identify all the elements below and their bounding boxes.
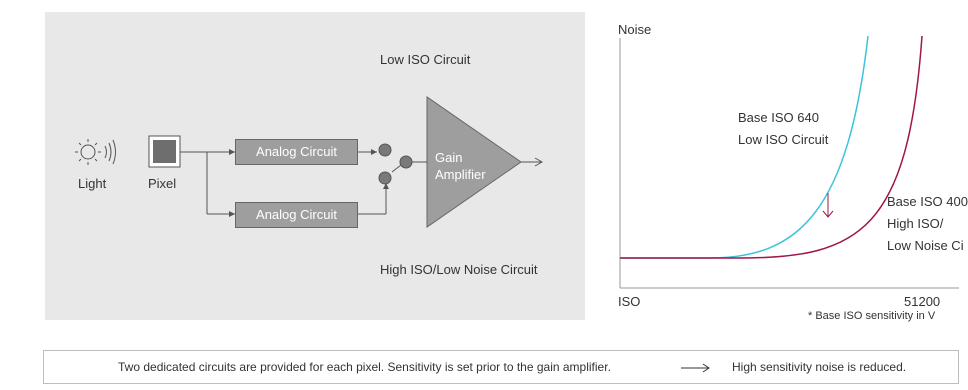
high-iso-series-label-line3: Low Noise Ci bbox=[887, 238, 964, 253]
pixel-label: Pixel bbox=[148, 176, 177, 191]
wire-arrow-head bbox=[383, 183, 389, 189]
y-axis-label: Noise bbox=[618, 22, 652, 37]
wire-arrow-head bbox=[229, 211, 235, 217]
switch-node-center bbox=[399, 155, 413, 169]
noise-reduction-arrow-head bbox=[822, 210, 834, 218]
switch-node-top bbox=[378, 143, 392, 157]
wire-arrow-head bbox=[229, 149, 235, 155]
switch-node-bottom bbox=[378, 171, 392, 185]
caption-text-right: High sensitivity noise is reduced. bbox=[732, 360, 907, 374]
low-iso-series-label-line2: Low ISO Circuit bbox=[738, 132, 829, 147]
x-tick-label: 51200 bbox=[904, 294, 941, 309]
low-iso-series-label-line1: Base ISO 640 bbox=[738, 110, 819, 125]
light-icon bbox=[75, 139, 116, 165]
gain-amplifier-label-line2: Amplifier bbox=[435, 167, 486, 182]
high-iso-curve bbox=[620, 35, 923, 259]
pixel-icon bbox=[153, 140, 176, 163]
gain-amplifier-triangle bbox=[426, 96, 522, 228]
caption-text-left: Two dedicated circuits are provided for … bbox=[118, 360, 611, 374]
analog-circuit-top: Analog Circuit bbox=[235, 139, 358, 165]
output-arrow bbox=[534, 157, 544, 167]
wire-arrow-head bbox=[371, 149, 377, 155]
high-iso-series-label-line1: Base ISO 400 bbox=[887, 194, 968, 209]
low-iso-circuit-title: Low ISO Circuit bbox=[380, 52, 471, 67]
graph-footnote: * Base ISO sensitivity in V bbox=[808, 310, 936, 322]
x-axis-label: ISO bbox=[618, 294, 641, 309]
gain-amplifier-label-line1: Gain bbox=[435, 150, 463, 165]
high-iso-series-label-line2: High ISO/ bbox=[887, 216, 944, 231]
circuit-wires bbox=[75, 96, 544, 228]
analog-circuit-bottom: Analog Circuit bbox=[235, 202, 358, 228]
long-right-arrow-icon bbox=[681, 363, 710, 373]
circuit-diagram-panel: Low ISO Circuit High ISO/Low Noise Circu… bbox=[45, 12, 585, 320]
low-iso-curve bbox=[620, 35, 869, 259]
noise-vs-iso-graph bbox=[619, 35, 959, 289]
high-iso-circuit-title: High ISO/Low Noise Circuit bbox=[380, 262, 538, 277]
caption-box: Two dedicated circuits are provided for … bbox=[43, 350, 959, 384]
light-label: Light bbox=[78, 176, 107, 191]
